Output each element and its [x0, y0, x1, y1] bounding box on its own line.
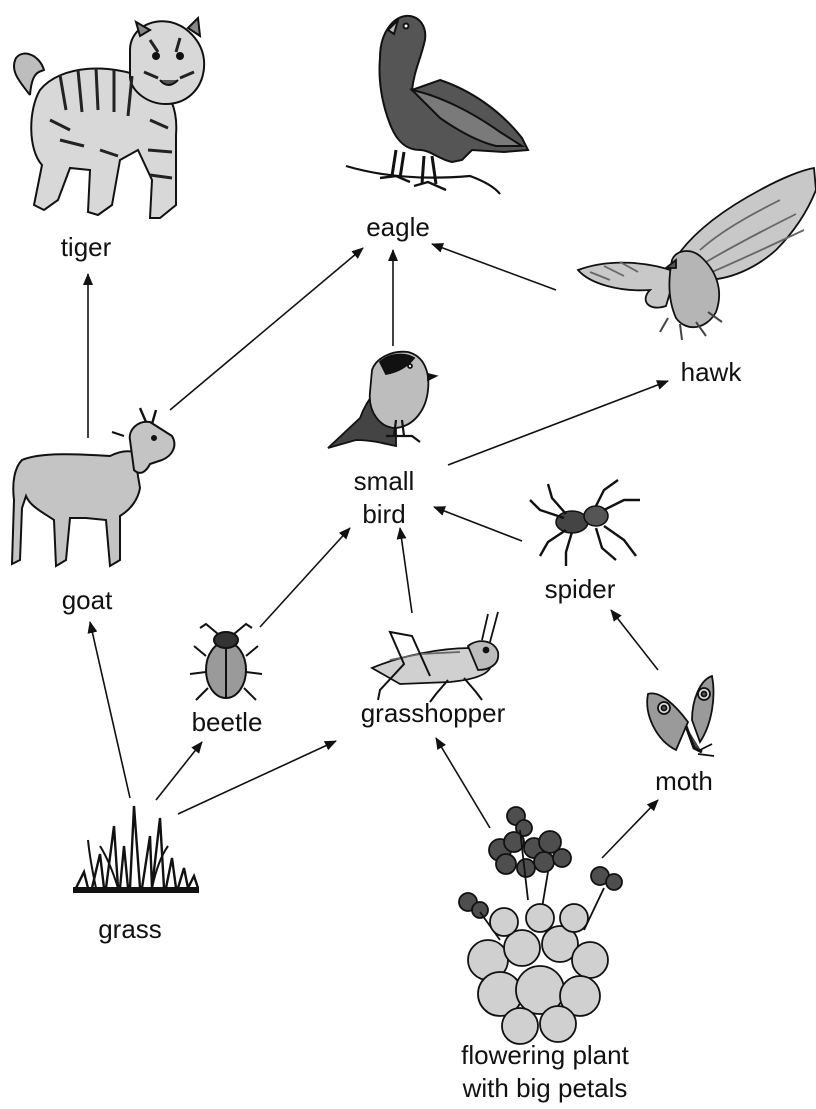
- label-hawk: hawk: [681, 357, 743, 387]
- grasshopper-icon: [372, 612, 498, 702]
- label-flowering-plant-line1: flowering plant: [461, 1040, 629, 1070]
- label-flowering-plant-line2: with big petals: [462, 1073, 628, 1103]
- label-goat: goat: [62, 585, 113, 615]
- hawk-icon: [578, 168, 816, 340]
- small-bird-icon: [328, 352, 436, 448]
- arrow-moth-to-spider: [611, 610, 658, 670]
- label-spider: spider: [545, 574, 616, 604]
- arrow-hawk-to-eagle: [432, 244, 556, 290]
- feeding-arrows: [88, 244, 668, 858]
- arrow-goat-to-eagle: [170, 248, 363, 410]
- label-eagle: eagle: [366, 212, 430, 242]
- arrow-beetle-to-small-bird: [260, 528, 350, 627]
- beetle-icon: [190, 624, 262, 700]
- arrow-flowering-plant-to-grasshopper: [436, 738, 490, 828]
- arrow-grasshopper-to-small-bird: [400, 528, 412, 613]
- label-tiger: tiger: [61, 232, 112, 262]
- eagle-icon: [346, 16, 528, 194]
- moth-icon: [647, 676, 714, 756]
- arrow-grass-to-beetle: [156, 742, 202, 800]
- label-grass: grass: [98, 914, 162, 944]
- arrow-small-bird-to-hawk: [448, 381, 668, 465]
- goat-icon: [12, 408, 174, 566]
- label-beetle: beetle: [192, 707, 263, 737]
- label-small-bird-line2: bird: [362, 499, 405, 529]
- arrow-spider-to-small-bird: [434, 507, 522, 541]
- flowering-plant-icon: [459, 807, 622, 1044]
- arrow-flowering-plant-to-moth: [602, 800, 658, 858]
- label-grasshopper: grasshopper: [361, 698, 506, 728]
- arrow-grass-to-goat: [90, 622, 130, 798]
- tiger-icon: [14, 18, 204, 218]
- label-moth: moth: [655, 766, 713, 796]
- arrow-grass-to-grasshopper: [178, 741, 336, 814]
- label-small-bird-line1: small: [354, 466, 415, 496]
- grass-icon: [74, 806, 198, 892]
- spider-icon: [530, 480, 640, 566]
